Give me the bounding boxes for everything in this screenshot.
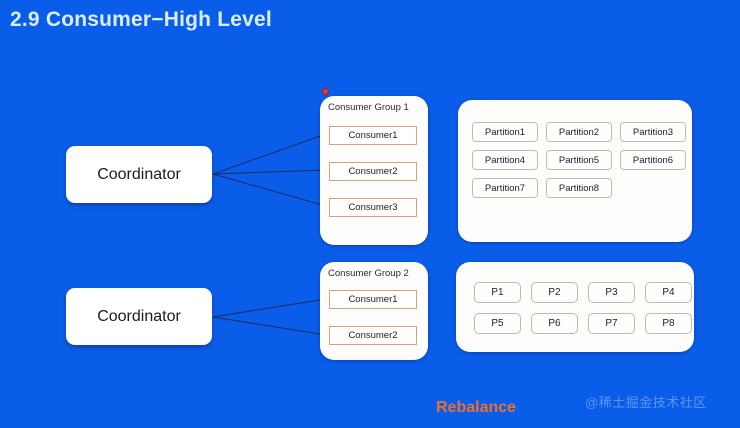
consumer-group-2-panel: Consumer Group 2 Consumer1 Consumer2 <box>320 262 428 360</box>
partition-box[interactable]: Partition3 <box>620 122 686 142</box>
partition-box-short[interactable]: P8 <box>645 313 692 334</box>
consumer-group-1-marker-dot-icon <box>322 88 329 95</box>
partition-box[interactable]: Partition6 <box>620 150 686 170</box>
consumer-box[interactable]: Consumer2 <box>329 326 417 345</box>
coordinator-box-bottom[interactable]: Coordinator <box>66 288 212 345</box>
partition-box[interactable]: Partition8 <box>546 178 612 198</box>
partition-box-short[interactable]: P7 <box>588 313 635 334</box>
partition-box[interactable]: Partition1 <box>472 122 538 142</box>
consumer-group-1-panel: Consumer Group 1 Consumer1 Consumer2 Con… <box>320 96 428 245</box>
consumer-group-1-label: Consumer Group 1 <box>328 102 409 113</box>
partition-box[interactable]: Partition4 <box>472 150 538 170</box>
consumer-box[interactable]: Consumer1 <box>329 290 417 309</box>
consumer-box[interactable]: Consumer3 <box>329 198 417 217</box>
partition-box[interactable]: Partition7 <box>472 178 538 198</box>
partition-box-short[interactable]: P6 <box>531 313 578 334</box>
consumer-group-2-label: Consumer Group 2 <box>328 268 409 279</box>
watermark: @稀土掘金技术社区 <box>585 395 707 410</box>
partition-box-short[interactable]: P2 <box>531 282 578 303</box>
coordinator-box-top[interactable]: Coordinator <box>66 146 212 203</box>
partition-box[interactable]: Partition5 <box>546 150 612 170</box>
rebalance-caption: Rebalance <box>436 399 517 416</box>
partition-box-short[interactable]: P3 <box>588 282 635 303</box>
page-title: 2.9 Consumer−High Level <box>10 8 272 31</box>
partition-box-short[interactable]: P5 <box>474 313 521 334</box>
consumer-box[interactable]: Consumer2 <box>329 162 417 181</box>
consumer-box[interactable]: Consumer1 <box>329 126 417 145</box>
partition-box-short[interactable]: P1 <box>474 282 521 303</box>
partition-box-short[interactable]: P4 <box>645 282 692 303</box>
partition-box[interactable]: Partition2 <box>546 122 612 142</box>
